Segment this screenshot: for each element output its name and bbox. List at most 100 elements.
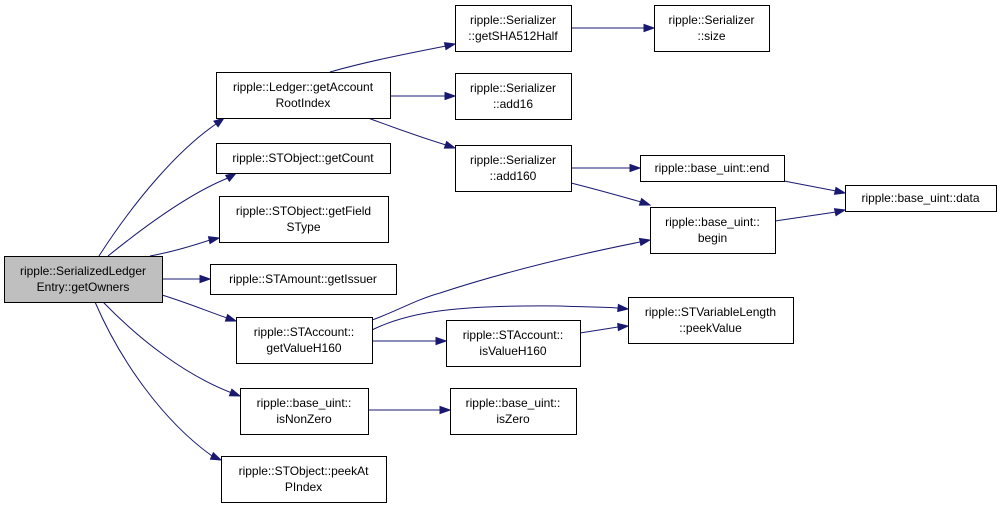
node-label: isZero bbox=[496, 412, 530, 426]
edge-arrowhead bbox=[228, 388, 242, 397]
edge-getValueH160-to-isValueH160 bbox=[371, 336, 448, 346]
node-isValueH160[interactable]: ripple::STAccount::isValueH160 bbox=[446, 320, 581, 367]
node-label: ::add160 bbox=[490, 169, 537, 183]
edge-arrowhead bbox=[439, 405, 452, 415]
node-begin[interactable]: ripple::base_uint::begin bbox=[650, 207, 776, 254]
node-label: ::add16 bbox=[493, 97, 533, 111]
edge-getSHA512Half-to-size bbox=[571, 23, 656, 33]
edge-line bbox=[367, 117, 447, 146]
node-label: ripple::base_uint::data bbox=[861, 191, 979, 205]
edge-arrowhead bbox=[638, 237, 652, 247]
node-label: ripple::STAccount:: bbox=[463, 328, 564, 342]
node-label: ripple::STObject::peekAt bbox=[239, 464, 370, 478]
node-box bbox=[210, 264, 397, 295]
edge-root-to-getIssuer bbox=[162, 274, 212, 284]
node-box bbox=[216, 143, 391, 174]
node-getSHA512Half[interactable]: ripple::Serializer::getSHA512Half bbox=[455, 5, 572, 52]
node-isZero[interactable]: ripple::base_uint::isZero bbox=[450, 388, 577, 435]
node-label: ::peekValue bbox=[679, 321, 742, 335]
node-box bbox=[455, 5, 572, 52]
edge-line bbox=[579, 326, 619, 334]
node-label: ripple::SerializedLedger bbox=[20, 264, 146, 278]
node-add160[interactable]: ripple::Serializer::add160 bbox=[455, 145, 572, 192]
edge-arrowhead bbox=[435, 336, 448, 346]
node-box bbox=[216, 72, 391, 119]
edge-root-to-isNonZero bbox=[102, 301, 242, 397]
edge-arrowhead bbox=[209, 451, 223, 461]
edge-arrowhead bbox=[629, 163, 642, 173]
node-box bbox=[219, 196, 389, 243]
node-label: ripple::Serializer bbox=[470, 153, 556, 167]
edge-root-to-peekAtPIndex bbox=[94, 301, 223, 461]
edge-add160-to-begin bbox=[570, 182, 652, 206]
edge-line bbox=[107, 177, 229, 257]
edge-root-to-getFieldSType bbox=[149, 236, 221, 257]
node-label: ripple::STVariableLength bbox=[645, 305, 776, 319]
edge-arrowhead bbox=[199, 274, 212, 284]
node-peekValue[interactable]: ripple::STVariableLength::peekValue bbox=[628, 297, 794, 344]
edge-arrowhead bbox=[224, 172, 238, 183]
edge-arrowhead bbox=[443, 140, 457, 149]
edge-arrowhead bbox=[443, 42, 457, 51]
edge-line bbox=[329, 45, 447, 73]
node-box bbox=[240, 388, 369, 435]
node-label: isNonZero bbox=[276, 412, 332, 426]
node-label: ::size bbox=[697, 29, 725, 43]
node-label: ripple::base_uint:: bbox=[466, 396, 561, 410]
node-box bbox=[640, 155, 785, 182]
node-add16[interactable]: ripple::Serializer::add16 bbox=[455, 73, 572, 120]
node-isNonZero[interactable]: ripple::base_uint::isNonZero bbox=[240, 388, 369, 435]
node-end[interactable]: ripple::base_uint::end bbox=[640, 155, 785, 182]
node-label: ripple::Serializer bbox=[470, 81, 556, 95]
node-box bbox=[650, 207, 776, 254]
edge-root-to-getCount bbox=[107, 172, 238, 257]
node-box bbox=[845, 185, 997, 212]
node-box bbox=[4, 256, 163, 303]
edge-line bbox=[371, 305, 619, 331]
edge-line bbox=[570, 182, 642, 203]
node-label: begin bbox=[698, 231, 727, 245]
edge-getAccountRootIndex-to-add16 bbox=[389, 91, 457, 101]
node-label: ripple::Serializer bbox=[470, 13, 556, 27]
node-label: ripple::STObject::getCount bbox=[232, 151, 374, 165]
node-label: Entry::getOwners bbox=[37, 280, 130, 294]
node-label: PIndex bbox=[285, 480, 322, 494]
edge-line bbox=[102, 301, 233, 394]
node-size[interactable]: ripple::Serializer::size bbox=[654, 5, 770, 52]
edge-arrowhead bbox=[638, 197, 652, 206]
node-box bbox=[450, 388, 577, 435]
edge-getAccountRootIndex-to-getSHA512Half bbox=[329, 42, 457, 73]
node-label: ripple::base_uint::end bbox=[655, 161, 770, 175]
node-box bbox=[221, 456, 387, 503]
node-label: ripple::Serializer bbox=[668, 13, 754, 27]
edge-getValueH160-to-begin bbox=[371, 237, 652, 321]
edge-line bbox=[371, 241, 641, 321]
edge-line bbox=[161, 294, 228, 319]
edge-root-to-getValueH160 bbox=[161, 294, 238, 322]
edge-getValueH160-to-peekValue bbox=[371, 303, 630, 331]
node-label: getValueH160 bbox=[266, 341, 341, 355]
edge-line bbox=[783, 180, 837, 192]
edge-arrowhead bbox=[617, 303, 630, 313]
node-getIssuer[interactable]: ripple::STAmount::getIssuer bbox=[210, 264, 397, 295]
node-label: RootIndex bbox=[276, 96, 331, 110]
node-getValueH160[interactable]: ripple::STAccount::getValueH160 bbox=[236, 317, 373, 364]
node-data[interactable]: ripple::base_uint::data bbox=[845, 185, 997, 212]
edge-arrowhead bbox=[207, 236, 221, 245]
node-label: ripple::base_uint:: bbox=[665, 215, 760, 229]
node-label: ripple::Ledger::getAccount bbox=[233, 80, 374, 94]
node-label: SType bbox=[286, 220, 320, 234]
edge-line bbox=[149, 239, 211, 257]
node-label: ripple::STAmount::getIssuer bbox=[229, 272, 377, 286]
edge-arrowhead bbox=[643, 23, 656, 33]
edge-arrowhead bbox=[833, 186, 847, 195]
edge-line bbox=[774, 211, 837, 222]
node-box bbox=[628, 297, 794, 344]
node-getCount[interactable]: ripple::STObject::getCount bbox=[216, 143, 391, 174]
edge-isValueH160-to-peekValue bbox=[579, 322, 630, 334]
